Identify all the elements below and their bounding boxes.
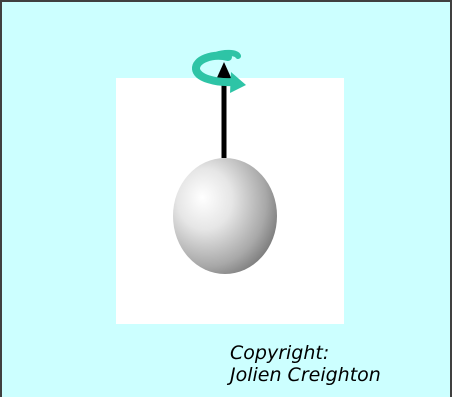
rotation-arrow-icon bbox=[192, 49, 246, 93]
copyright-label: Copyright: bbox=[230, 342, 330, 364]
sphere-icon bbox=[173, 158, 277, 274]
copyright-author: Jolien Creighton bbox=[230, 364, 381, 386]
copyright-text: Copyright: Jolien Creighton bbox=[230, 342, 381, 386]
spin-axis-arrow-icon bbox=[215, 62, 233, 158]
